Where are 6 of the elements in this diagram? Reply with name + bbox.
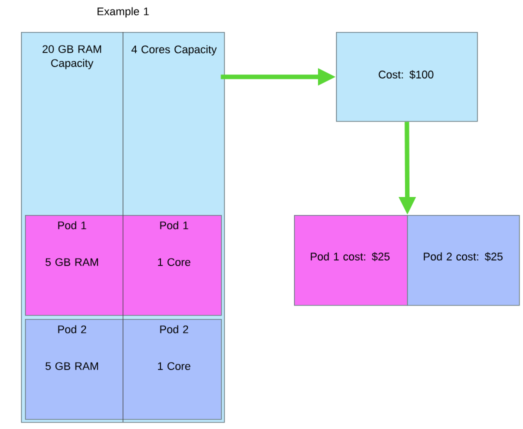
pod-cost-box: Pod 1 cost: $25 xyxy=(294,215,408,306)
pod-cost-box: Pod 2 cost: $25 xyxy=(407,215,520,306)
node-label: Example 1 xyxy=(98,7,149,18)
cost-box: Cost: $100 xyxy=(336,32,478,122)
pod-band: Pod 2 5 GB RAM Pod 2 1 Core xyxy=(25,319,222,420)
pod-band: Pod 1 5 GB RAM Pod 1 1 Core xyxy=(25,215,222,316)
